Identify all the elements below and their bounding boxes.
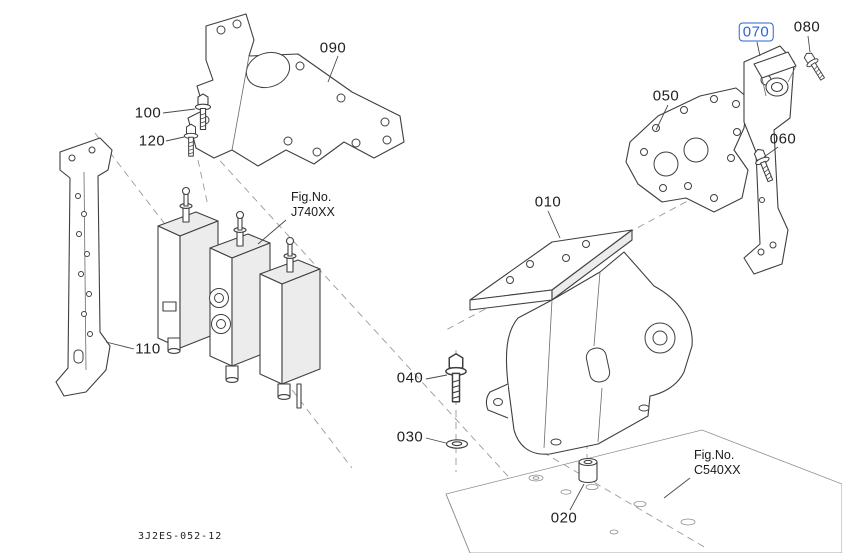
part-label-110[interactable]: 110 — [135, 340, 161, 358]
label-leader-lines — [105, 35, 811, 511]
part-030-washer-drawing[interactable] — [445, 439, 469, 449]
part-040-bolt-drawing[interactable] — [445, 353, 467, 403]
part-label-080[interactable]: 080 — [793, 18, 821, 36]
part-label-060[interactable]: 060 — [769, 130, 797, 148]
valve-assembly-drawing[interactable] — [157, 186, 321, 409]
fig-ref-base-caption: Fig.No. — [694, 448, 735, 462]
part-label-030[interactable]: 030 — [396, 428, 424, 446]
part-label-010[interactable]: 010 — [534, 193, 562, 211]
part-080-bolt-drawing[interactable] — [800, 49, 829, 83]
part-050-plate-drawing[interactable] — [625, 87, 749, 213]
part-label-050[interactable]: 050 — [652, 87, 680, 105]
part-070-clamp-drawing[interactable] — [753, 51, 797, 97]
part-label-090[interactable]: 090 — [319, 39, 347, 57]
part-020-bushing-drawing[interactable] — [578, 457, 598, 484]
part-label-020[interactable]: 020 — [550, 509, 578, 527]
drawing-id: 3J2ES-052-12 — [138, 531, 223, 542]
base-plate-drawing[interactable] — [445, 429, 842, 553]
fig-ref-valve: Fig.No. J740XX — [291, 190, 335, 220]
fig-ref-base-number: C540XX — [694, 463, 741, 477]
part-label-070-selected[interactable]: 070 — [738, 22, 774, 42]
part-label-120[interactable]: 120 — [138, 132, 166, 150]
part-110-bracket-drawing[interactable] — [55, 137, 113, 397]
part-010-casting-drawing[interactable] — [469, 229, 693, 455]
part-090-bracket-drawing[interactable] — [187, 13, 405, 167]
part-label-040[interactable]: 040 — [396, 369, 424, 387]
part-label-100[interactable]: 100 — [134, 104, 162, 122]
fig-ref-base: Fig.No. C540XX — [694, 448, 741, 478]
fig-ref-valve-caption: Fig.No. — [291, 190, 332, 204]
fig-ref-valve-number: J740XX — [291, 205, 335, 219]
